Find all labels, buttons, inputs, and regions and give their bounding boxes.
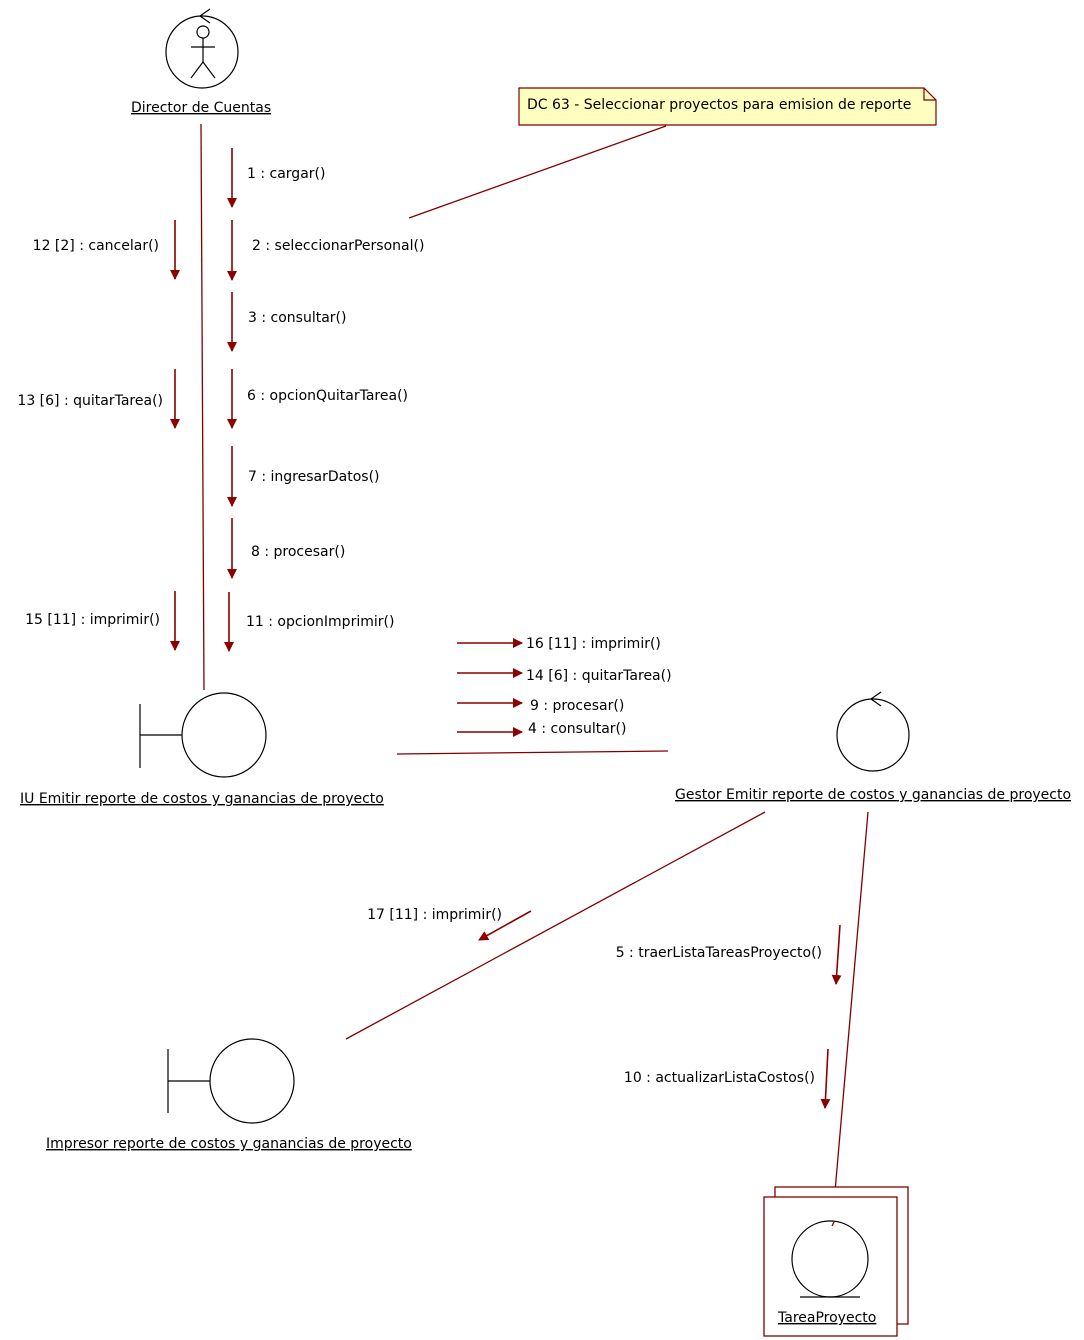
- entity-icon: [763, 1186, 909, 1337]
- boundary-ui-label: IU Emitir reporte de costos y ganancias …: [20, 791, 384, 807]
- actor-director-de-cuentas[interactable]: Director de Cuentas: [131, 8, 271, 116]
- actor-icon: [165, 8, 239, 89]
- message-label: 14 [6] : quitarTarea(): [526, 668, 672, 684]
- boundary-ui[interactable]: IU Emitir reporte de costos y ganancias …: [20, 692, 384, 807]
- message-label: 7 : ingresarDatos(): [248, 469, 380, 485]
- message-label: 6 : opcionQuitarTarea(): [247, 388, 408, 404]
- note: DC 63 - Seleccionar proyectos para emisi…: [518, 87, 937, 126]
- message-label: 3 : consultar(): [248, 310, 346, 326]
- note-text: DC 63 - Seleccionar proyectos para emisi…: [527, 97, 911, 113]
- message-label: 1 : cargar(): [247, 166, 325, 182]
- message-label: 11 : opcionImprimir(): [246, 614, 394, 630]
- control-icon: [836, 691, 910, 772]
- boundary-icon: [139, 692, 267, 778]
- message-label: 8 : procesar(): [251, 544, 345, 560]
- message-label: 15 [11] : imprimir(): [25, 612, 160, 628]
- boundary-icon: [167, 1038, 295, 1124]
- boundary-printer[interactable]: Impresor reporte de costos y ganancias d…: [46, 1038, 412, 1152]
- messages-ui-controller: [457, 638, 523, 737]
- messages-controller-out: [478, 910, 842, 1109]
- link-controller-entity: [831, 811, 869, 1227]
- message-label: 9 : procesar(): [530, 698, 624, 714]
- message-label: 16 [11] : imprimir(): [526, 636, 661, 652]
- control-gestor-label: Gestor Emitir reporte de costos y gananc…: [675, 787, 1071, 803]
- link-actor-ui: [200, 123, 205, 691]
- boundary-printer-label: Impresor reporte de costos y ganancias d…: [46, 1136, 412, 1152]
- message-label: 13 [6] : quitarTarea(): [17, 393, 163, 409]
- links: [200, 123, 869, 1227]
- message-arrow: [820, 1048, 831, 1109]
- message-label: 10 : actualizarListaCostos(): [624, 1070, 815, 1086]
- actor-label: Director de Cuentas: [131, 100, 271, 116]
- control-gestor[interactable]: Gestor Emitir reporte de costos y gananc…: [675, 691, 1071, 803]
- message-label: 4 : consultar(): [528, 721, 626, 737]
- message-label: 12 [2] : cancelar(): [33, 238, 159, 254]
- entity-label: TareaProyecto: [777, 1310, 876, 1326]
- note-anchor-line: [408, 125, 667, 219]
- message-label: 5 : traerListaTareasProyecto(): [616, 945, 822, 961]
- message-arrow: [831, 924, 842, 985]
- message-labels: 1 : cargar() 2 : seleccionarPersonal() 3…: [17, 166, 822, 1086]
- entity-tareaproyecto[interactable]: TareaProyecto: [763, 1186, 909, 1337]
- link-controller-printer: [345, 811, 766, 1040]
- messages-actor-ui: [170, 148, 237, 652]
- message-arrow: [478, 910, 532, 941]
- message-label: 2 : seleccionarPersonal(): [252, 238, 424, 254]
- message-label: 17 [11] : imprimir(): [367, 907, 502, 923]
- link-ui-controller: [396, 750, 669, 755]
